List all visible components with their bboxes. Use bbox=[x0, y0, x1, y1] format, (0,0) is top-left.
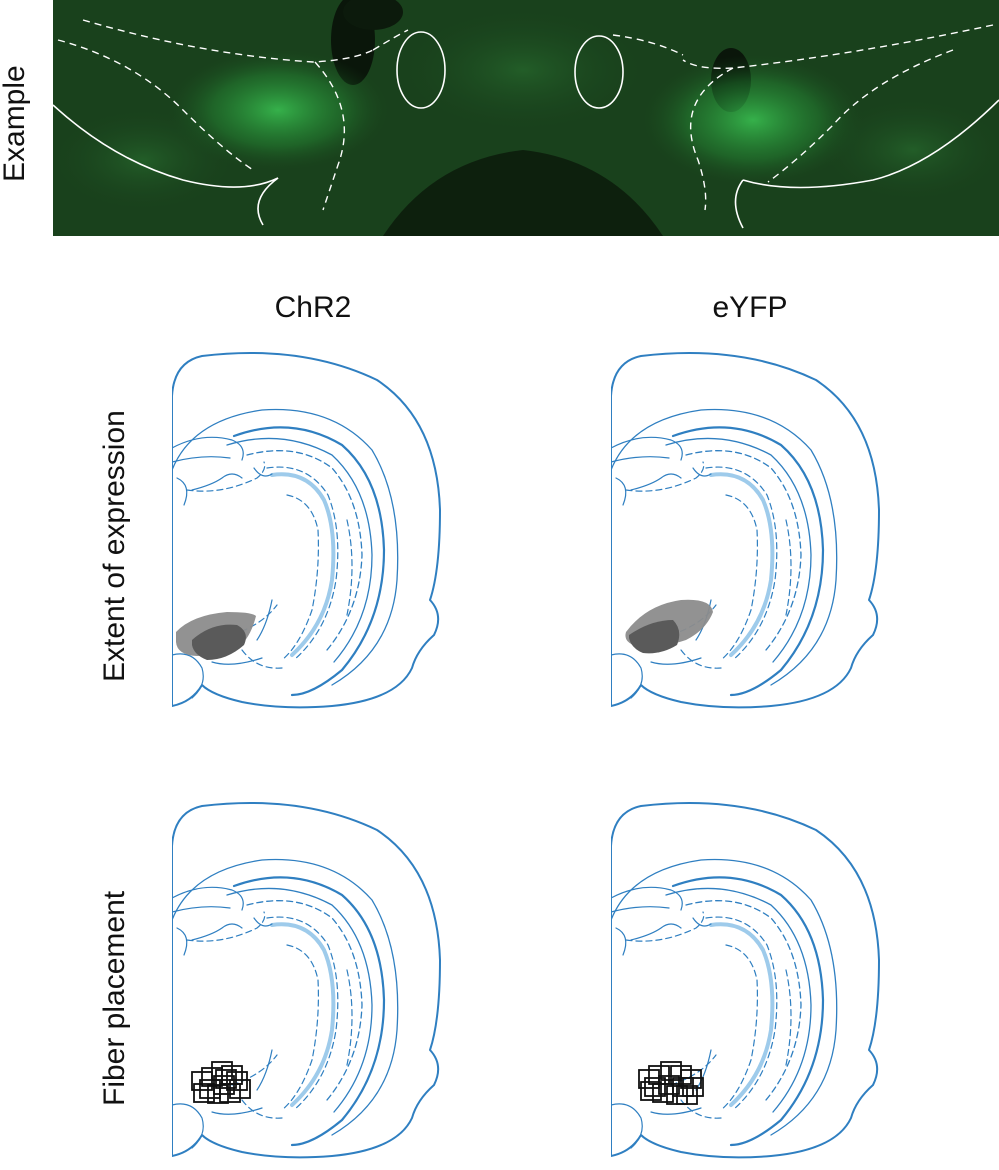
fiber-marker bbox=[199, 1079, 221, 1099]
fiber-marker bbox=[226, 1071, 248, 1091]
fiber-marker bbox=[652, 1083, 674, 1103]
atlas-extent-chr2 bbox=[172, 351, 442, 710]
row-label-fiber-placement: Fiber placement bbox=[98, 890, 131, 1106]
atlas-extent-eyfp bbox=[611, 351, 881, 710]
fiber-markers-eyfp bbox=[638, 1061, 704, 1105]
fiber-marker bbox=[640, 1081, 662, 1101]
fiber-markers-chr2 bbox=[191, 1061, 251, 1104]
fiber-marker bbox=[193, 1083, 215, 1103]
expression-region-dark bbox=[192, 624, 246, 660]
row-label-example: Example bbox=[0, 65, 31, 182]
expression-region-dark bbox=[629, 620, 680, 654]
fluorescence-micrograph bbox=[53, 0, 999, 236]
atlas-fiber-chr2 bbox=[172, 801, 442, 1160]
fiber-marker bbox=[658, 1075, 680, 1095]
fiber-marker bbox=[229, 1079, 251, 1099]
column-label-chr2: ChR2 bbox=[274, 291, 352, 324]
fiber-marker bbox=[207, 1084, 229, 1104]
fiber-marker bbox=[680, 1069, 702, 1089]
fiber-marker bbox=[644, 1077, 666, 1097]
row-label-extent-of-expression: Extent of expression bbox=[98, 410, 131, 682]
column-label-eyfp: eYFP bbox=[712, 291, 788, 324]
fiber-marker bbox=[676, 1085, 698, 1105]
fiber-marker bbox=[215, 1069, 237, 1089]
micrograph-tracings bbox=[53, 31, 999, 229]
atlas-fiber-eyfp bbox=[611, 801, 881, 1160]
fiber-marker bbox=[682, 1077, 704, 1097]
